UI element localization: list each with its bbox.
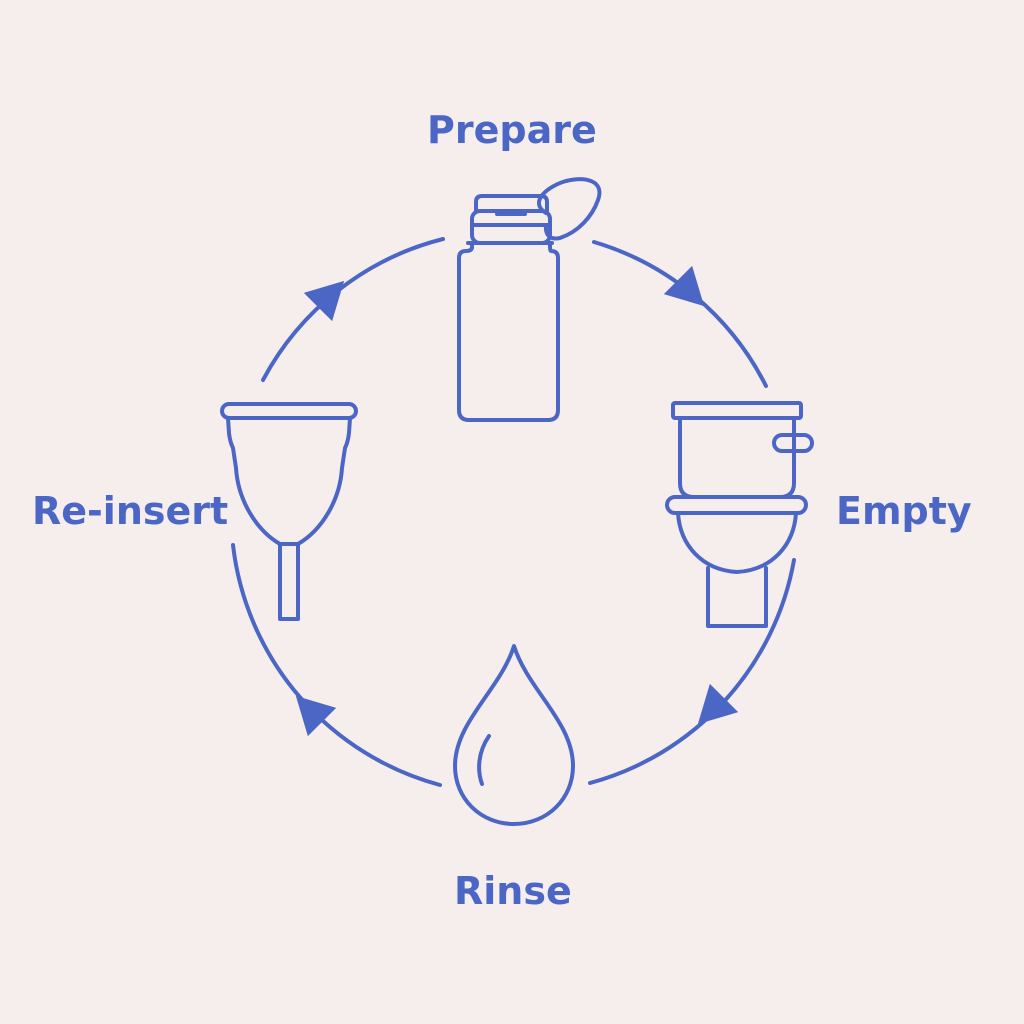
arrow-icon-bottom-left bbox=[295, 695, 337, 737]
toilet-icon bbox=[665, 401, 814, 628]
arrow-icon-top-right bbox=[663, 265, 705, 307]
cycle-arc-prepare-to-empty bbox=[592, 240, 768, 388]
cycle-arc-reinsert-to-prepare bbox=[261, 237, 445, 382]
step-label-rinse: Rinse bbox=[454, 869, 572, 913]
step-label-reinsert: Re-insert bbox=[32, 489, 229, 533]
cycle-arc-rinse-to-reinsert bbox=[231, 543, 442, 787]
arrow-icon-top-left bbox=[303, 280, 345, 322]
bottle-icon bbox=[457, 177, 602, 422]
cycle-arc-empty-to-rinse bbox=[588, 558, 796, 785]
step-label-empty: Empty bbox=[836, 489, 972, 533]
arrow-icon-bottom-right bbox=[697, 683, 739, 725]
water-drop-icon bbox=[453, 644, 575, 826]
step-label-prepare: Prepare bbox=[427, 108, 597, 152]
menstrual-cup-icon bbox=[220, 402, 358, 621]
